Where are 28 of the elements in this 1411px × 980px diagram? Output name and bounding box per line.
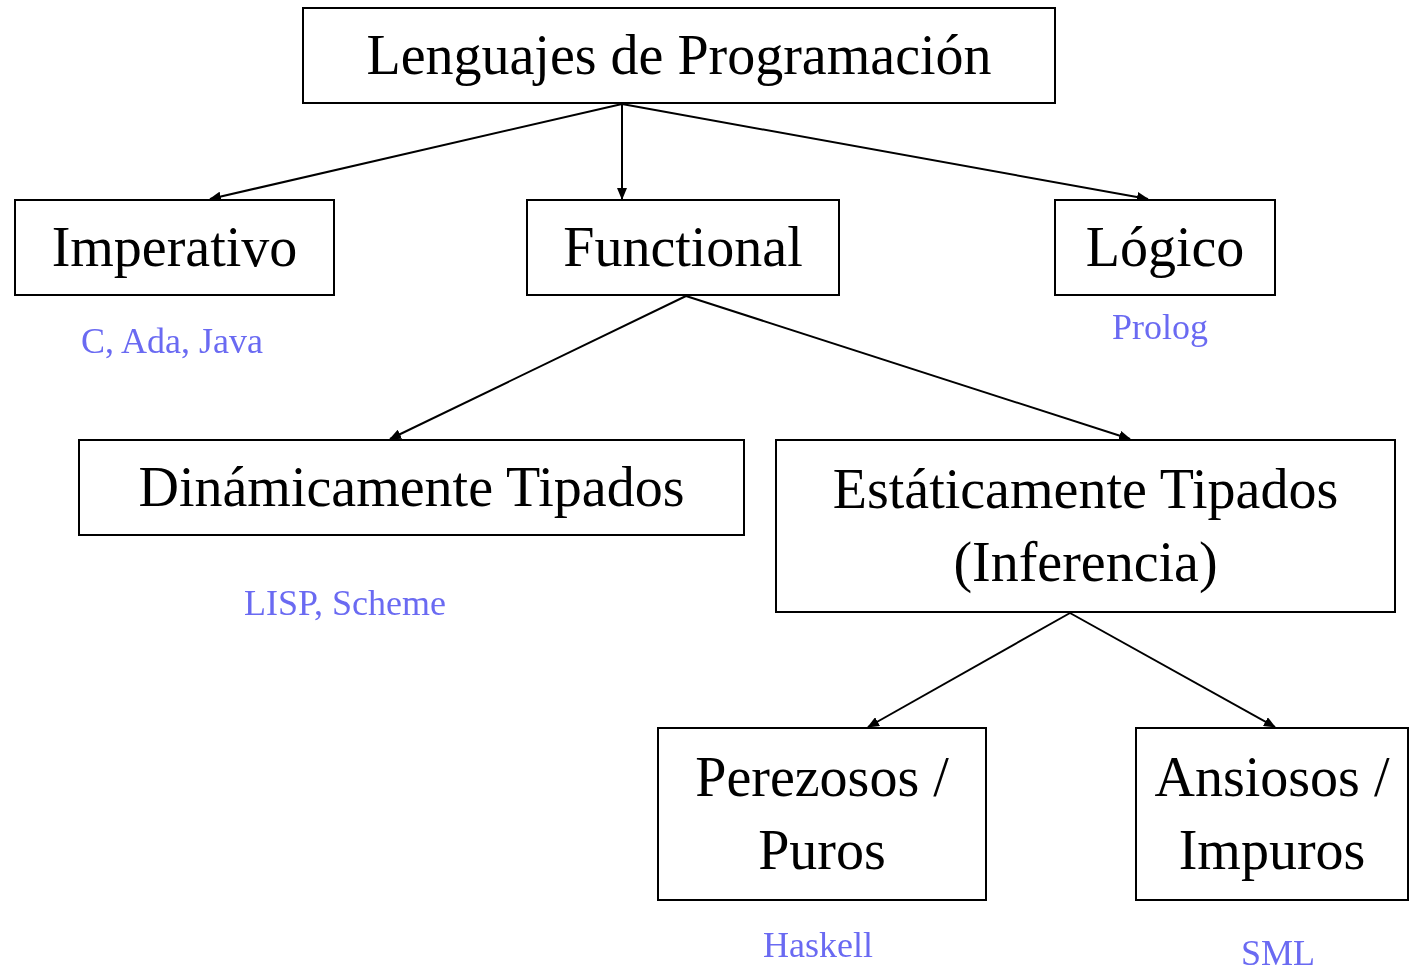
box-label: Lenguajes de Programación	[366, 23, 992, 89]
category-box	[14, 199, 335, 296]
arrow	[685, 295, 1131, 441]
example-languages: Prolog	[1112, 306, 1208, 348]
category-box	[1054, 199, 1276, 296]
arrow	[617, 103, 627, 200]
arrow	[209, 103, 623, 202]
box-label: Ansiosos / Impuros	[1153, 745, 1391, 883]
box-label: Estáticamente Tipados (Inferencia)	[831, 457, 1340, 595]
arrow	[867, 612, 1071, 728]
category-box	[775, 439, 1396, 613]
arrow	[389, 295, 687, 440]
example-languages: C, Ada, Java	[81, 320, 263, 362]
arrow	[1069, 612, 1276, 728]
box-label: Dinámicamente Tipados	[138, 455, 685, 521]
category-box	[526, 199, 840, 296]
box-label: Imperativo	[51, 215, 298, 281]
example-languages: LISP, Scheme	[244, 582, 446, 624]
arrow	[621, 103, 1149, 202]
box-label: Functional	[563, 215, 803, 281]
category-box	[78, 439, 745, 536]
category-box	[302, 7, 1056, 104]
category-box	[1135, 727, 1409, 901]
box-label: Perezosos / Puros	[694, 745, 950, 883]
example-languages: Haskell	[763, 924, 873, 966]
box-label: Lógico	[1085, 215, 1245, 281]
category-box	[657, 727, 987, 901]
example-languages: SML	[1241, 932, 1315, 974]
